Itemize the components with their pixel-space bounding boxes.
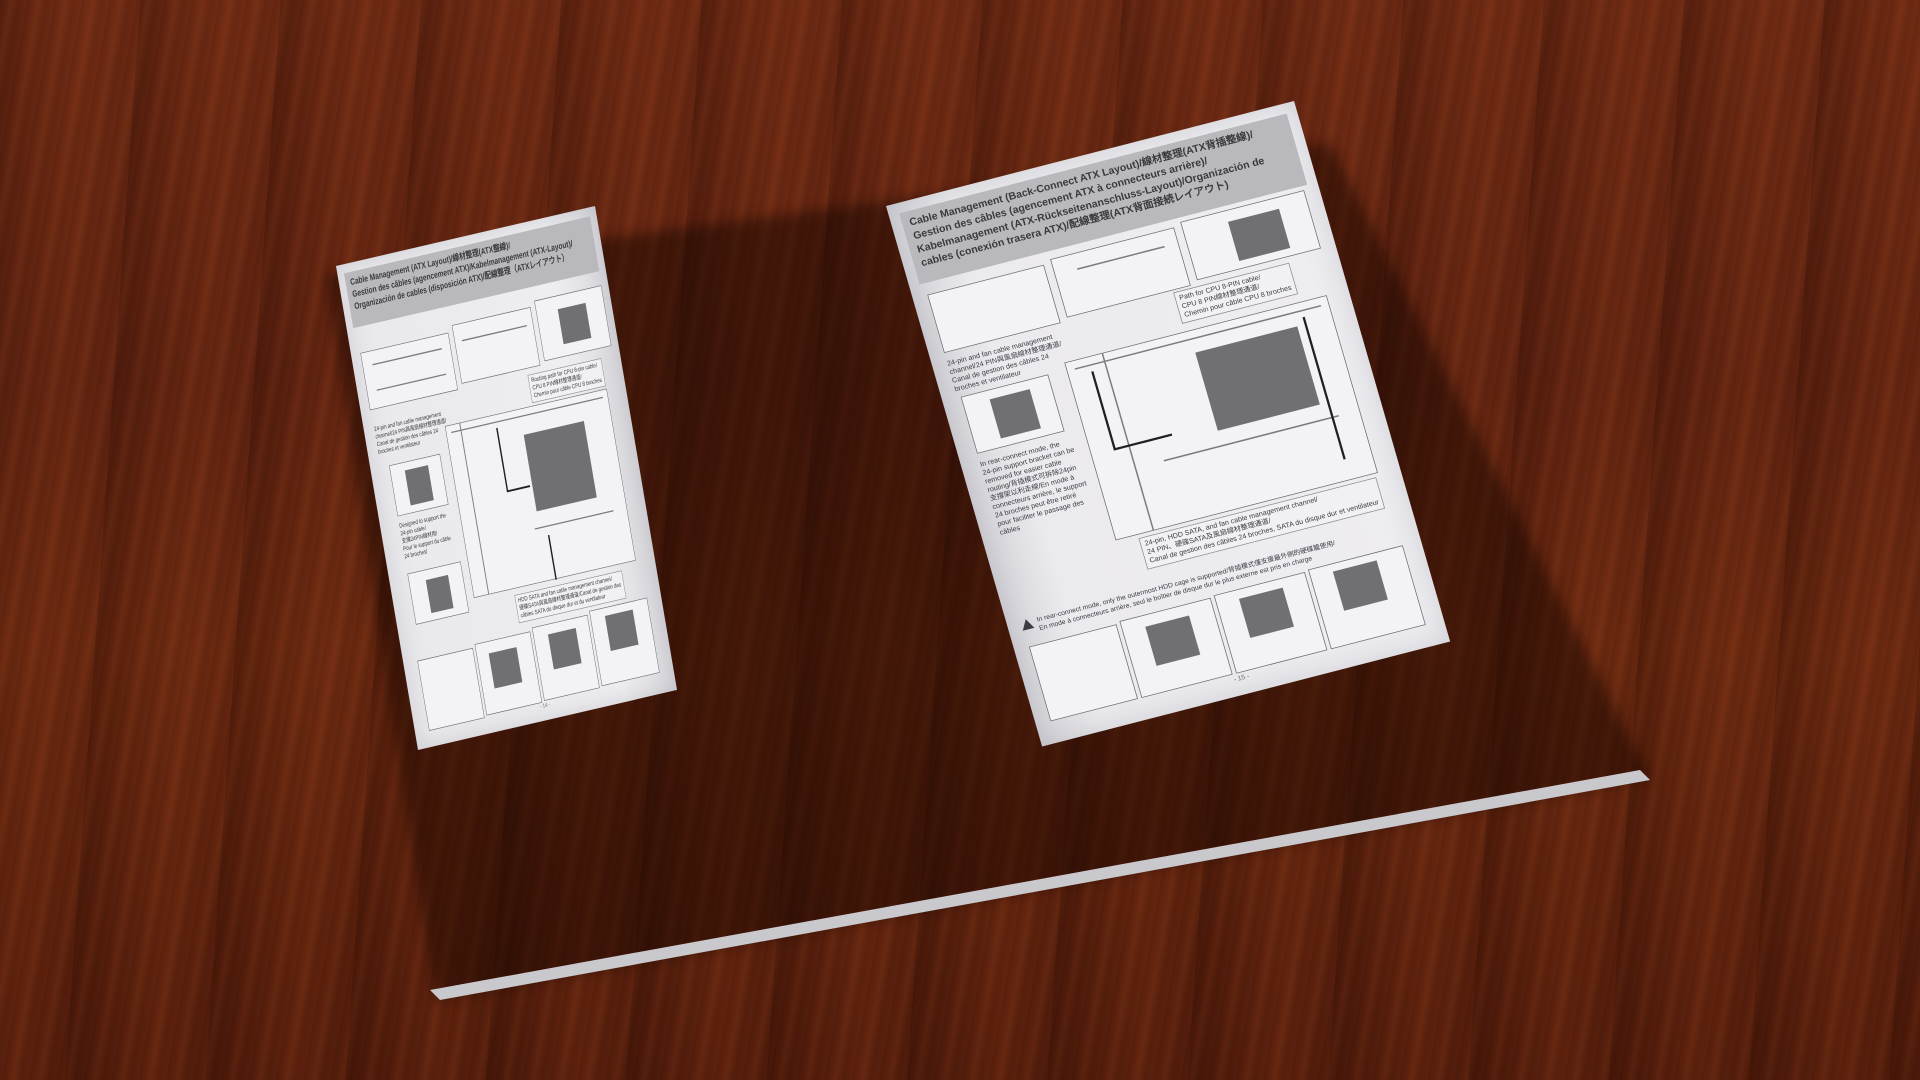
step-illustration — [451, 306, 541, 384]
step-illustration — [360, 332, 458, 411]
motherboard-shape — [523, 420, 597, 512]
24pin-channel-callout: 24-pin and fan cable management channel/… — [374, 410, 450, 457]
step-illustration — [474, 631, 543, 716]
rear-connect-callout: In rear-connect mode, the 24-pin support… — [979, 437, 1095, 538]
24pin-support-callout: Designed to support the 24-pin cable/ 支撐… — [399, 512, 453, 561]
step-illustration — [407, 561, 470, 625]
step-illustration — [531, 614, 600, 701]
step-illustration — [389, 453, 449, 517]
motherboard-shape — [1195, 326, 1320, 431]
step-illustration — [589, 597, 660, 687]
case-main-diagram — [444, 388, 636, 599]
warning-icon — [1019, 617, 1035, 631]
step-illustration — [534, 285, 612, 362]
